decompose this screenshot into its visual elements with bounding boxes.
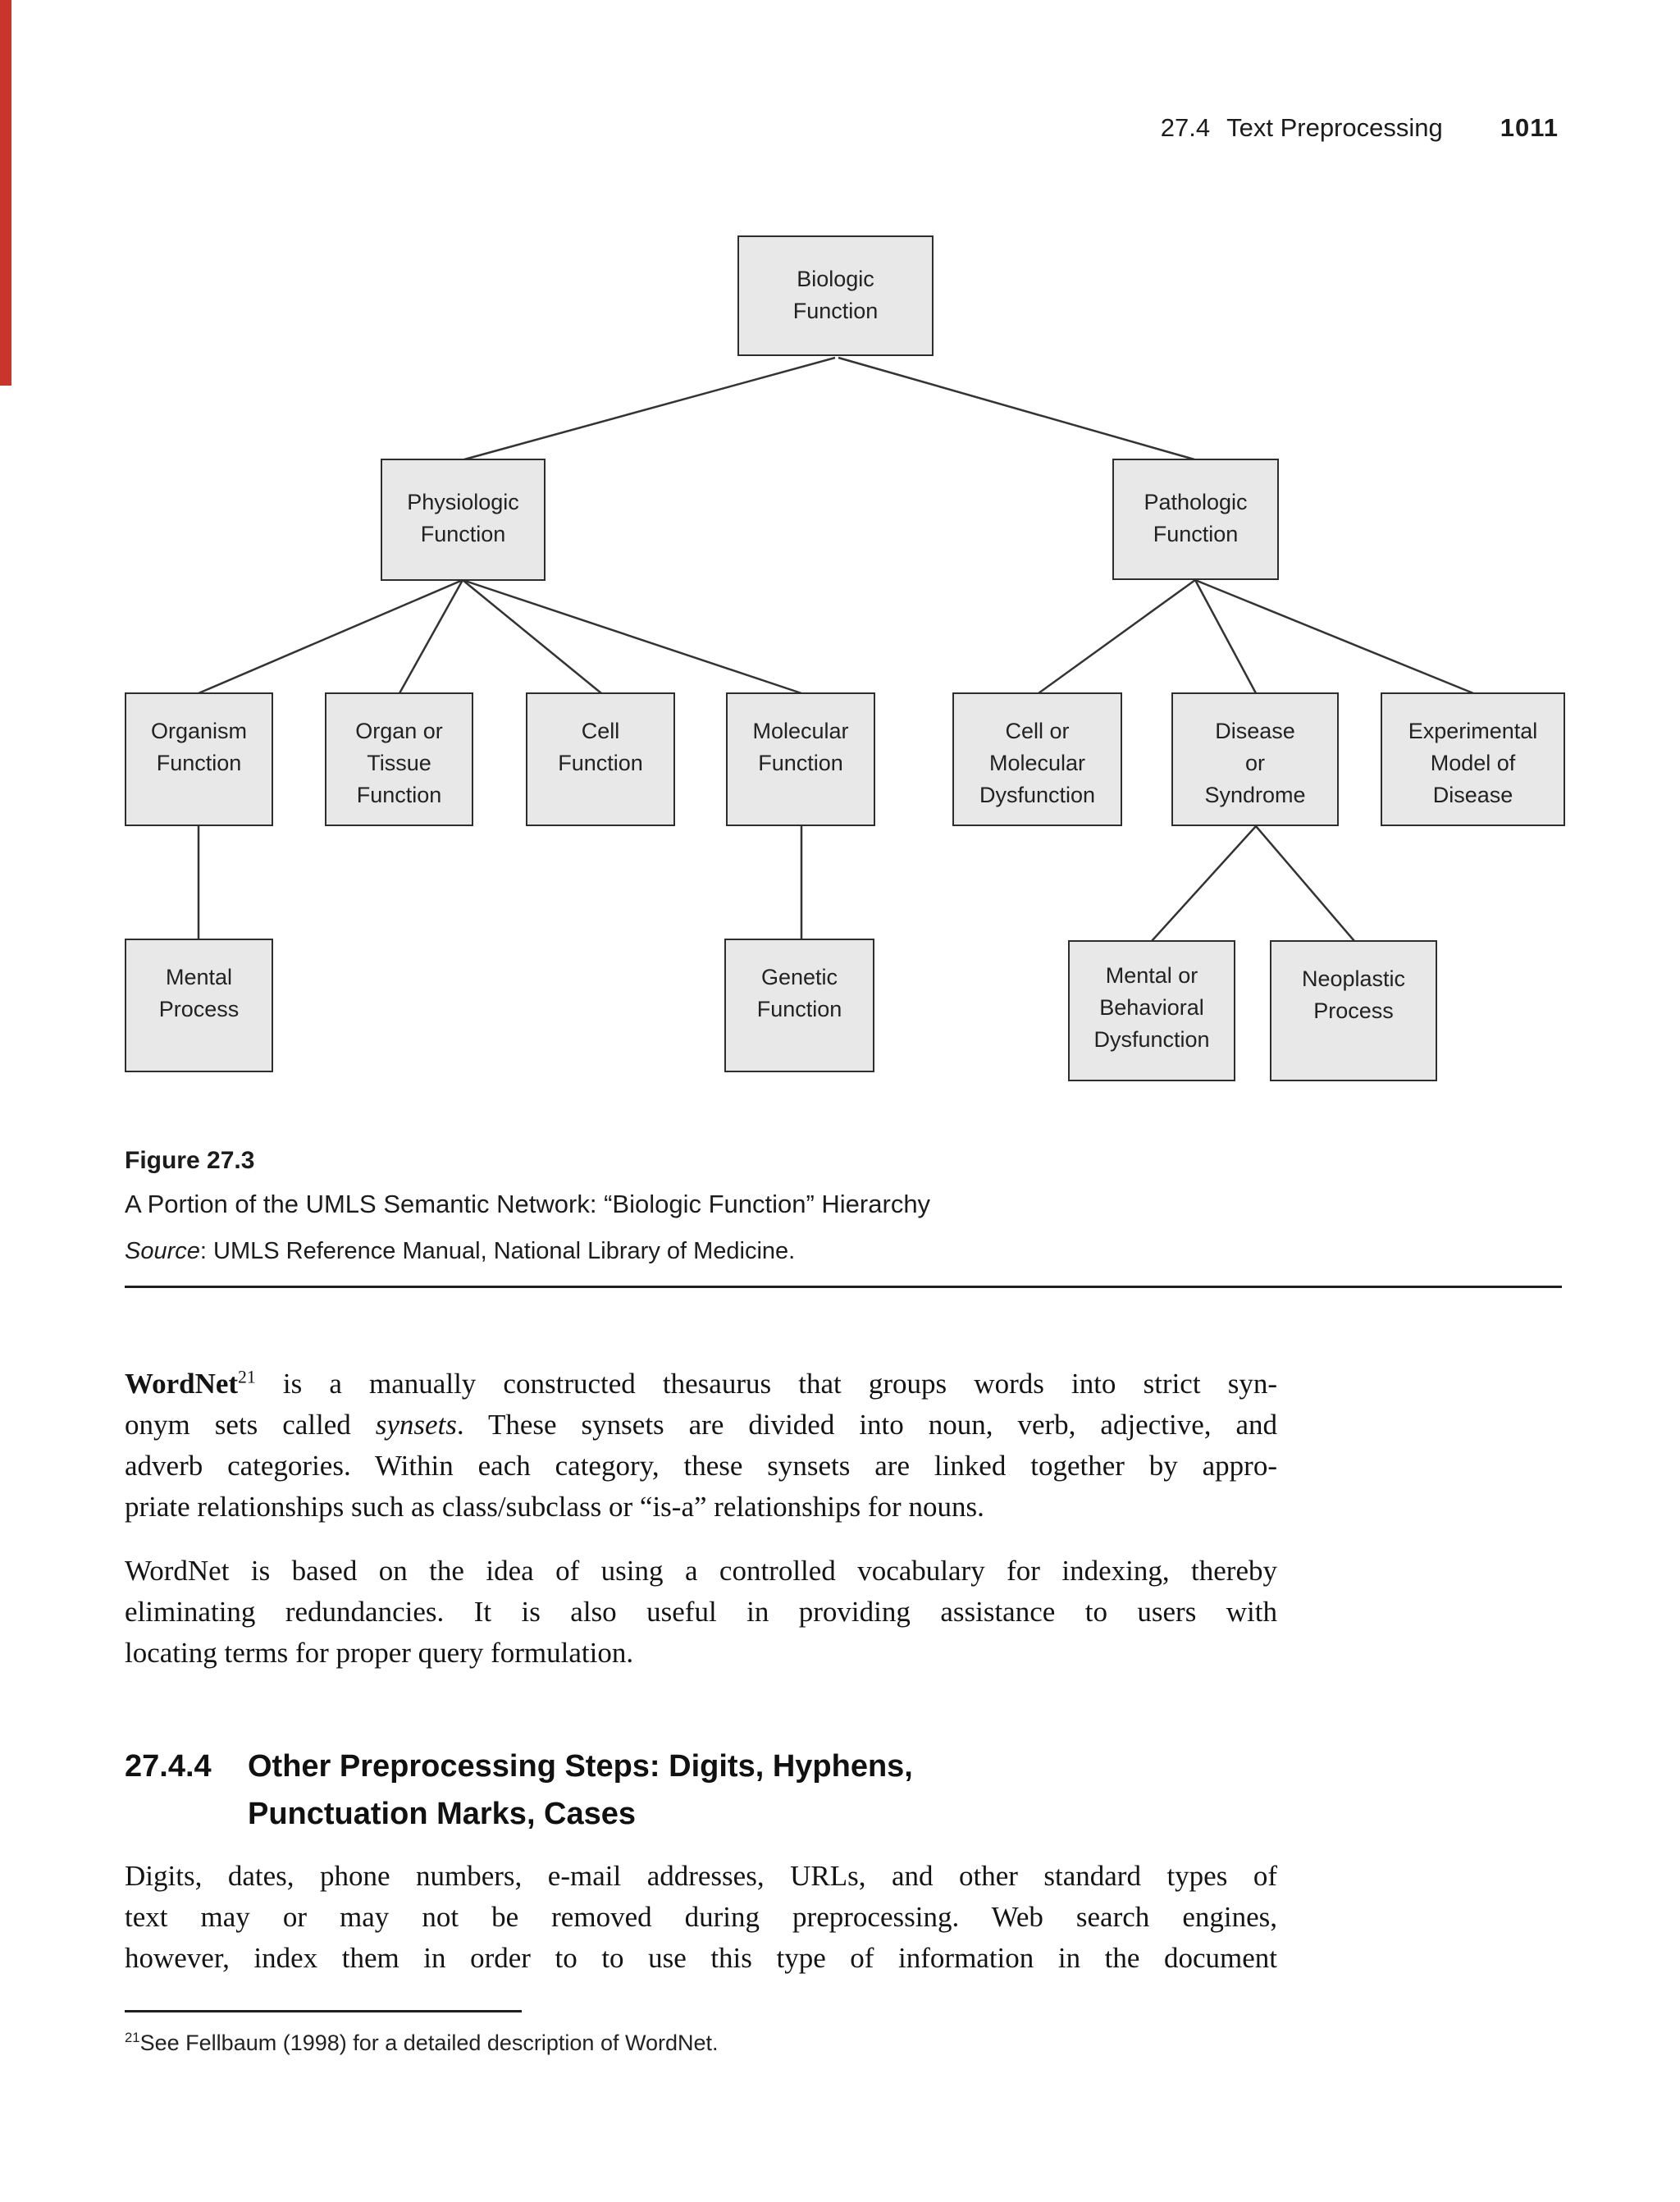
footnote-21: 21See Fellbaum (1998) for a detailed des…	[125, 2030, 719, 2055]
tree-connector-lines	[197, 356, 1474, 942]
footnote-number: 21	[125, 2030, 140, 2045]
text-line: text may or may not be removed during pr…	[125, 1901, 1277, 1933]
text-line: Digits, dates, phone numbers, e-mail add…	[125, 1860, 1277, 1892]
node-organ-or-tissue-function: Organ or Tissue Function	[325, 692, 473, 826]
node-experimental-model-of-disease: Experimental Model of Disease	[1381, 692, 1565, 826]
running-head: 27.4 Text Preprocessing 1011	[1161, 113, 1559, 143]
text-line: however, index them in order to to use t…	[125, 1942, 1277, 1974]
section-heading-line2: Punctuation Marks, Cases	[248, 1797, 637, 1831]
figure-label: Figure 27.3	[125, 1147, 255, 1174]
node-mental-or-behavioral-dysfunction: Mental or Behavioral Dysfunction	[1068, 940, 1235, 1081]
paragraph-other-preprocessing: Digits, dates, phone numbers, e-mail add…	[125, 1856, 1277, 1979]
node-physiologic-function: Physiologic Function	[381, 459, 546, 581]
figure-umls-hierarchy: Biologic Function Physiologic Function P…	[0, 0, 1680, 1099]
figure-source-word: Source	[125, 1238, 200, 1264]
text-line: priate relationships such as class/subcl…	[125, 1491, 984, 1523]
text-line: locating terms for proper query formulat…	[125, 1637, 634, 1669]
figure-source: Source: UMLS Reference Manual, National …	[125, 1238, 795, 1265]
node-organism-function: Organism Function	[125, 692, 273, 826]
text-line: onym sets called synsets. These synsets …	[125, 1409, 1277, 1441]
node-biologic-function: Biologic Function	[737, 235, 934, 356]
node-cell-function: Cell Function	[526, 692, 675, 826]
footnote-divider-rule	[125, 2010, 522, 2012]
caption-divider-rule	[125, 1286, 1562, 1288]
synsets-term: synsets	[375, 1409, 457, 1441]
page-number: 1011	[1500, 113, 1559, 142]
wordnet-term: WordNet	[125, 1368, 239, 1400]
text-line: WordNet21 is a manually constructed thes…	[125, 1367, 1277, 1400]
node-cell-or-molecular-dysfunction: Cell or Molecular Dysfunction	[952, 692, 1122, 826]
chapter-edge-marker	[0, 0, 11, 386]
figure-source-rest: : UMLS Reference Manual, National Librar…	[199, 1238, 796, 1264]
section-number: 27.4.4	[125, 1749, 212, 1784]
text-line: eliminating redundancies. It is also use…	[125, 1596, 1277, 1628]
paragraph-wordnet-intro: WordNet21 is a manually constructed thes…	[125, 1364, 1277, 1528]
node-genetic-function: Genetic Function	[724, 939, 874, 1072]
text-line: adverb categories. Within each category,…	[125, 1450, 1277, 1482]
node-pathologic-function: Pathologic Function	[1112, 459, 1279, 580]
node-disease-or-syndrome: Disease or Syndrome	[1171, 692, 1339, 826]
running-head-section-title: Text Preprocessing	[1226, 113, 1443, 142]
text-line: WordNet is based on the idea of using a …	[125, 1555, 1277, 1587]
node-mental-process: Mental Process	[125, 939, 273, 1072]
node-neoplastic-process: Neoplastic Process	[1270, 940, 1437, 1081]
paragraph-wordnet-vocabulary: WordNet is based on the idea of using a …	[125, 1551, 1277, 1674]
node-molecular-function: Molecular Function	[726, 692, 875, 826]
figure-caption: A Portion of the UMLS Semantic Network: …	[125, 1190, 931, 1218]
footnote-ref-21: 21	[238, 1367, 256, 1387]
running-head-section-number: 27.4	[1160, 113, 1211, 142]
